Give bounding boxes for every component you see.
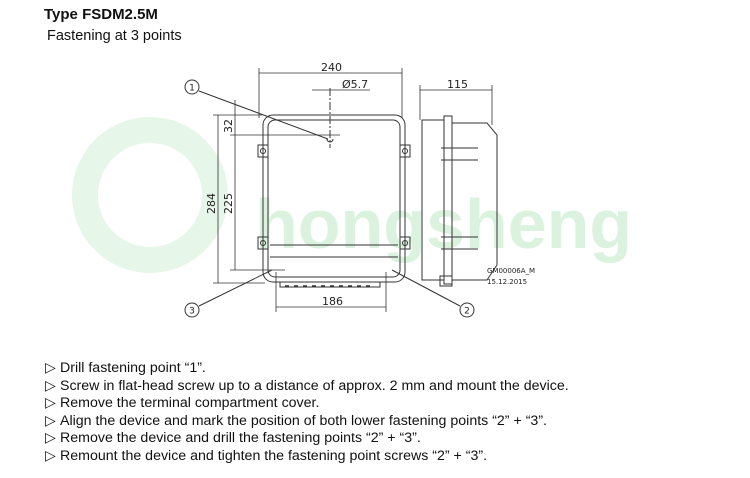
triangle-bullet-icon: ▷ bbox=[45, 360, 56, 376]
dim-height: 284 bbox=[205, 193, 218, 214]
instruction-step: ▷Screw in flat-head screw up to a distan… bbox=[45, 378, 569, 396]
mounting-drawing: hongsheng bbox=[72, 61, 632, 318]
instruction-step: ▷Remove the terminal compartment cover. bbox=[45, 395, 569, 413]
callout-2-label: 2 bbox=[464, 307, 470, 317]
step-text: Screw in flat-head screw up to a distanc… bbox=[60, 377, 569, 394]
callout-3 bbox=[184, 302, 200, 318]
instruction-step: ▷Drill fastening point “1”. bbox=[45, 360, 569, 378]
dim-top-offset: 32 bbox=[222, 119, 235, 133]
drawing-date: 15.12.2015 bbox=[487, 278, 527, 286]
step-text: Remove the device and drill the fastenin… bbox=[60, 430, 421, 447]
triangle-bullet-icon: ▷ bbox=[45, 377, 56, 394]
triangle-bullet-icon: ▷ bbox=[45, 395, 56, 412]
triangle-bullet-icon: ▷ bbox=[45, 412, 56, 429]
dim-depth: 115 bbox=[447, 78, 468, 91]
triangle-bullet-icon: ▷ bbox=[45, 447, 56, 464]
front-view bbox=[257, 88, 411, 288]
callout-leaders bbox=[184, 79, 475, 318]
instruction-list: ▷Drill fastening point “1”. ▷Screw in fl… bbox=[45, 360, 569, 466]
page-subtitle: Fastening at 3 points bbox=[47, 28, 182, 44]
side-view bbox=[421, 115, 498, 287]
step-text: Remount the device and tighten the faste… bbox=[60, 447, 488, 464]
instruction-step: ▷Remount the device and tighten the fast… bbox=[45, 448, 569, 466]
page-title: Type FSDM2.5M bbox=[44, 6, 158, 23]
instruction-step: ▷Remove the device and drill the fasteni… bbox=[45, 430, 569, 448]
callout-2 bbox=[459, 302, 475, 318]
callout-1-label: 1 bbox=[189, 84, 195, 94]
step-text: Remove the terminal compartment cover. bbox=[60, 395, 320, 412]
step-text: Align the device and mark the position o… bbox=[60, 412, 547, 429]
dim-spacing-horizontal: 186 bbox=[322, 295, 343, 308]
callout-1 bbox=[184, 79, 200, 95]
watermark-logo: hongsheng bbox=[72, 117, 632, 273]
dim-width: 240 bbox=[321, 61, 342, 74]
drawing-id: GM00006A_M bbox=[487, 267, 535, 275]
callout-3-label: 3 bbox=[189, 307, 195, 317]
step-text: Drill fastening point “1”. bbox=[60, 360, 206, 376]
dim-hole: Ø5.7 bbox=[342, 78, 368, 91]
instruction-step: ▷Align the device and mark the position … bbox=[45, 413, 569, 431]
dim-spacing-vertical: 225 bbox=[222, 193, 235, 214]
dimension-lines bbox=[213, 68, 493, 312]
triangle-bullet-icon: ▷ bbox=[45, 430, 56, 447]
